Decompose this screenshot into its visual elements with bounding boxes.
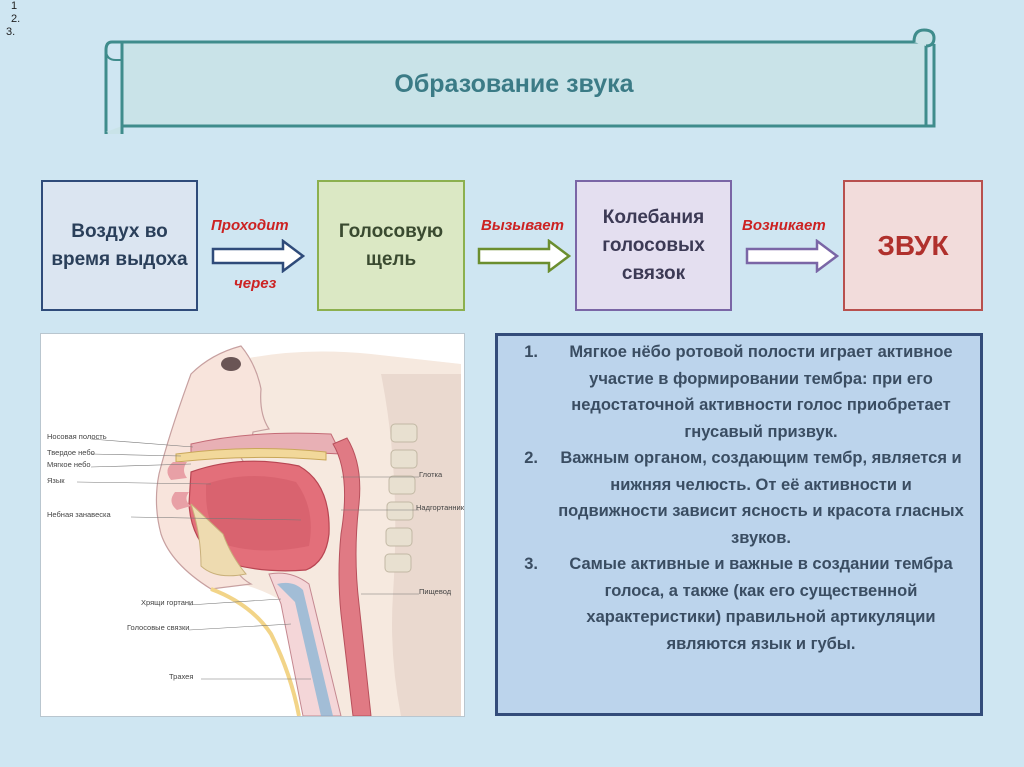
list-item: 1. Мягкое нёбо ротовой полости играет ак… (506, 339, 972, 445)
corner-number-3: 3. (6, 26, 16, 38)
list-item-text: Мягкое нёбо ротовой полости играет актив… (569, 343, 953, 441)
page-title: Образование звука (394, 70, 634, 98)
arrow-3-label: Возникает (742, 217, 826, 234)
arrow-2-label: Вызывает (481, 217, 564, 234)
scroll-shape (104, 28, 936, 134)
corner-number-1: 1 (11, 0, 18, 12)
label-nasal-cavity: Носовая полость (47, 432, 107, 441)
timbre-notes-panel: 1. Мягкое нёбо ротовой полости играет ак… (495, 333, 983, 716)
list-item-number: 3. (524, 555, 538, 573)
label-soft-palate: Мягкое небо (47, 460, 91, 469)
label-trachea: Трахея (169, 672, 194, 681)
flow-box-sound: ЗВУК (843, 180, 983, 311)
label-pharynx: Глотка (419, 470, 443, 479)
list-item-text: Важным органом, создающим тембр, являетс… (558, 449, 964, 547)
label-laryngeal-cartilage: Хрящи гортани (141, 598, 194, 607)
label-esophagus: Пищевод (419, 587, 452, 596)
list-item-number: 2. (524, 449, 538, 467)
list-item: 3. Самые активные и важные в создании те… (506, 551, 972, 657)
label-hard-palate: Твердое небо (47, 448, 95, 457)
list-item: 2. Важным органом, создающим тембр, явля… (506, 445, 972, 551)
arrow-3-right-icon (745, 239, 839, 273)
label-epiglottis: Надгортанник (416, 503, 464, 512)
label-vocal-cords: Голосовые связки (127, 623, 190, 632)
flow-box-air: Воздух во время выдоха (41, 180, 198, 311)
arrow-2-right-icon (477, 239, 571, 273)
notes-list: 1. Мягкое нёбо ротовой полости играет ак… (506, 339, 972, 657)
vocal-apparatus-diagram: Носовая полость Твердое небо Мягкое небо… (40, 333, 465, 717)
arrow-1-right-icon (211, 239, 305, 273)
list-item-text: Самые активные и важные в создании тембр… (569, 555, 953, 653)
label-tongue: Язык (47, 476, 65, 485)
flow-box-vocal-cords: Колебания голосовых связок (575, 180, 732, 311)
label-velum: Небная занавеска (47, 510, 111, 519)
list-item-number: 1. (524, 343, 538, 361)
arrow-1-label-bottom: через (234, 275, 277, 292)
head-cross-section-illustration (76, 345, 461, 717)
flow-box-glottis: Голосовую щель (317, 180, 465, 311)
arrow-1-label-top: Проходит (211, 217, 289, 234)
slide-corner-numbers: 1 2. 3. (6, 0, 20, 39)
title-scroll-banner (100, 24, 940, 134)
corner-number-2: 2. (11, 13, 21, 25)
